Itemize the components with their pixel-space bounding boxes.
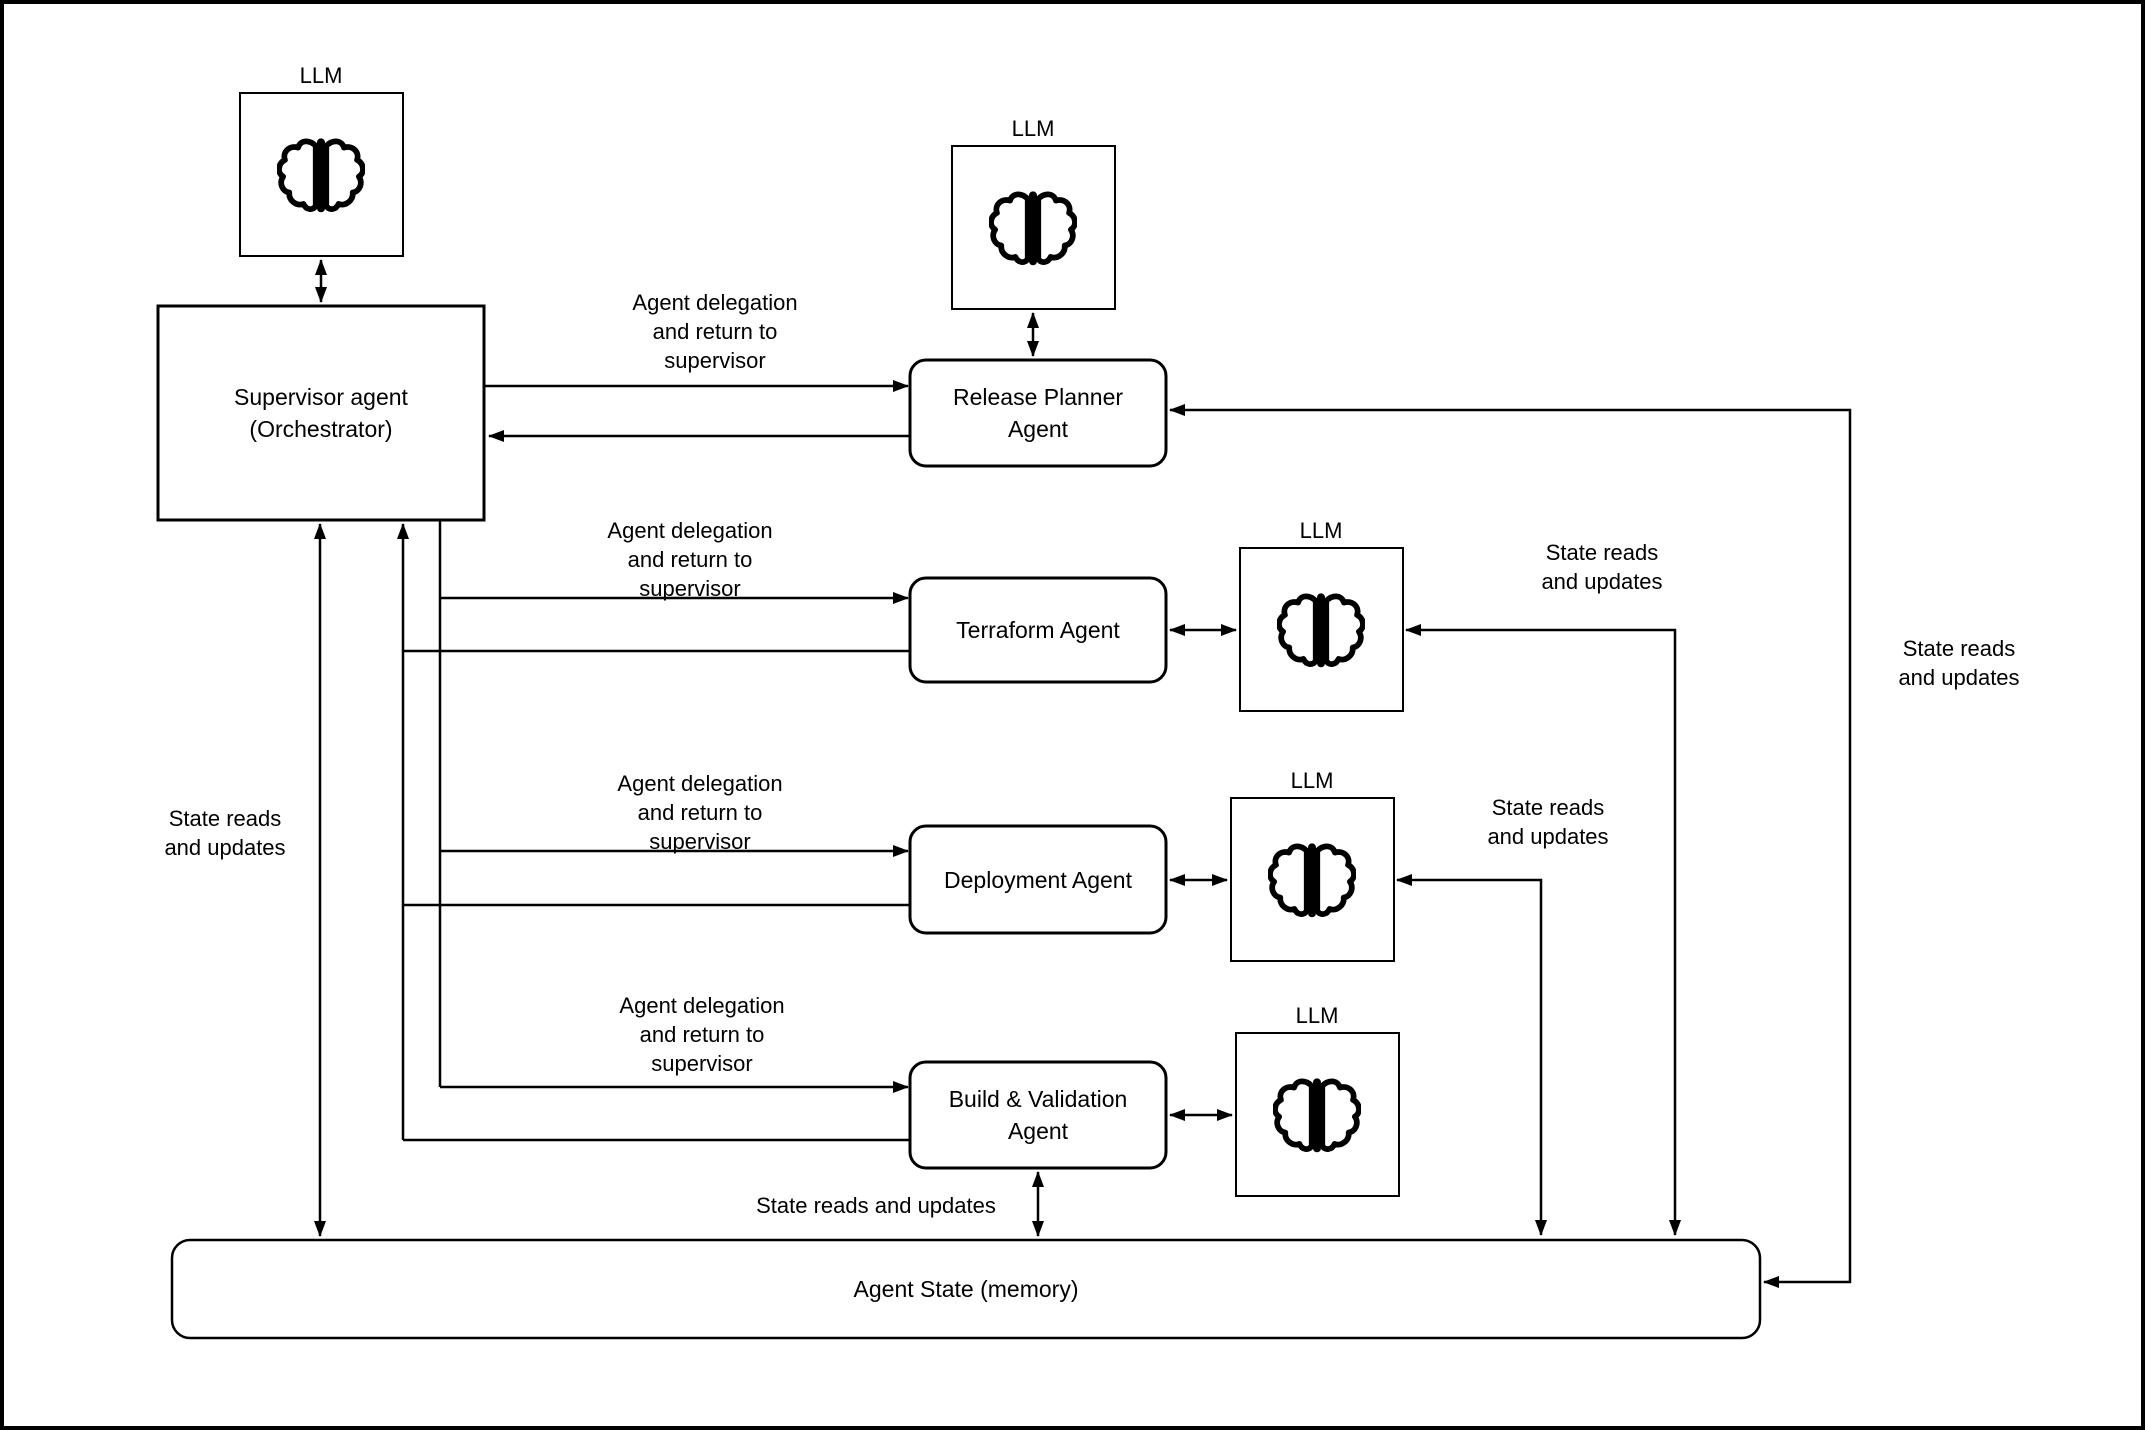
brain-icon [991, 194, 1075, 262]
build-validation-node [908, 1060, 1168, 1170]
edge-label-line: and return to [628, 547, 753, 572]
edge-label-line: supervisor [649, 829, 750, 854]
edge-label-line: and updates [1487, 824, 1608, 849]
release-planner-label-line1: Release Planner [953, 384, 1123, 410]
brain-icon [1270, 846, 1354, 914]
build-validation-label-line1: Build & Validation [949, 1086, 1128, 1112]
deployment-agent-label: Deployment Agent [944, 867, 1133, 893]
edge-label-line: and return to [638, 800, 763, 825]
edge-label-line: and updates [1541, 569, 1662, 594]
llm-box-supervisor [239, 92, 404, 257]
edge-label-state-build: State reads and updates [756, 1193, 996, 1218]
supervisor-agent-label-line2: (Orchestrator) [249, 416, 392, 442]
edge-label-line: supervisor [664, 348, 765, 373]
edge-label-state-deployment: State reads and updates [1487, 795, 1608, 849]
agent-state-label: Agent State (memory) [854, 1276, 1079, 1302]
deployment-agent-node [908, 824, 1168, 935]
edge-label-line: and return to [653, 319, 778, 344]
edge-label-line: Agent delegation [619, 993, 784, 1018]
terraform-agent-node [908, 576, 1168, 684]
edge-label-line: supervisor [639, 576, 740, 601]
edge-label-line: supervisor [651, 1051, 752, 1076]
release-planner-label-line2: Agent [1008, 416, 1069, 442]
edge-label-line: State reads [1492, 795, 1605, 820]
terraform-agent-label: Terraform Agent [956, 617, 1120, 643]
supervisor-agent-node [156, 304, 486, 522]
edge-label-line: Agent delegation [632, 290, 797, 315]
edge-label-line: and updates [1898, 665, 2019, 690]
release-planner-node [908, 358, 1168, 468]
edge-label-state-release: State reads and updates [1898, 636, 2019, 690]
build-validation-label-line2: Agent [1008, 1118, 1069, 1144]
edge-label-delegation-deployment: Agent delegation and return to superviso… [617, 771, 782, 854]
edge-label-line: and updates [164, 835, 285, 860]
edge-label-state-terraform: State reads and updates [1541, 540, 1662, 594]
llm-label: LLM [1296, 1003, 1339, 1028]
supervisor-agent-label-line1: Supervisor agent [234, 384, 408, 410]
edge-label-line: Agent delegation [617, 771, 782, 796]
edge-label-line: State reads [169, 806, 282, 831]
edge-label-state-supervisor: State reads and updates [164, 806, 285, 860]
edge-label-delegation-terraform: Agent delegation and return to superviso… [607, 518, 772, 601]
edge-label-line: Agent delegation [607, 518, 772, 543]
arrow-release-planner-agent-state [1169, 404, 1852, 1288]
brain-icon [279, 141, 363, 209]
edge-label-line: State reads [1546, 540, 1659, 565]
llm-label: LLM [300, 63, 343, 88]
edge-label-delegation-release: Agent delegation and return to superviso… [632, 290, 797, 373]
brain-icon [1279, 596, 1363, 664]
llm-label: LLM [1300, 518, 1343, 543]
edge-label-delegation-build: Agent delegation and return to superviso… [619, 993, 784, 1076]
edge-label-line: State reads [1903, 636, 2016, 661]
llm-label: LLM [1291, 768, 1334, 793]
llm-label: LLM [1012, 116, 1055, 141]
arrow-deployment-agent-state [1396, 874, 1547, 1236]
brain-icon [1275, 1081, 1359, 1149]
edge-label-line: and return to [640, 1022, 765, 1047]
